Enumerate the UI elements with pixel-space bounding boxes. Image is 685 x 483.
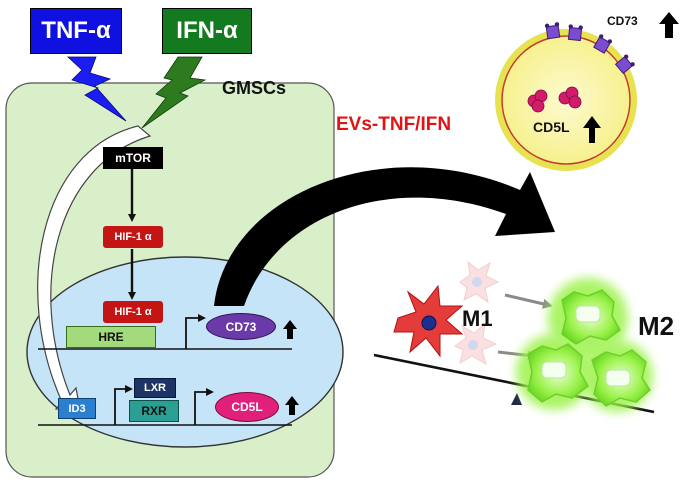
promoter-arrow-cd73	[185, 314, 206, 349]
rxr-label: RXR	[141, 404, 167, 418]
vesicle-cd5l-label: CD5L	[533, 119, 570, 135]
tnf-lightning-icon	[66, 56, 127, 122]
lxr-label: LXR	[144, 382, 166, 394]
cd73-up-arrow-icon	[659, 12, 679, 38]
m1-macrophage	[393, 284, 464, 358]
m1-label: M1	[462, 306, 493, 331]
vesicle-membrane	[501, 35, 631, 165]
m1-to-m2-arrow-upper	[504, 293, 553, 309]
id3-box: ID3	[58, 398, 96, 419]
cd73-nuclear-oval: CD73	[206, 313, 276, 340]
evs-label: EVs-TNF/IFN	[336, 114, 452, 135]
lxr-box: LXR	[134, 378, 176, 398]
id3-label: ID3	[68, 402, 86, 415]
cd73-nuclear-up-arrow-icon	[283, 320, 297, 339]
promoter-arrow-cd5l	[194, 388, 214, 425]
rxr-box: RXR	[129, 400, 179, 422]
cd5l-up-arrow-icon	[583, 116, 601, 143]
cd5l-molecules	[527, 86, 582, 113]
cd73-surface-proteins	[544, 22, 635, 75]
mtor-label: mTOR	[115, 151, 151, 165]
promoter-arrow-lxr	[114, 385, 133, 425]
hre-label: HRE	[98, 330, 124, 344]
cd73-nuclear-label: CD73	[225, 319, 257, 334]
cd5l-nuclear-up-arrow-icon	[285, 396, 299, 415]
cd5l-nuclear-oval: CD5L	[215, 392, 279, 422]
m1-faded-macrophages	[454, 260, 500, 366]
hre-box: HRE	[66, 326, 156, 348]
m2-label: M2	[638, 311, 675, 341]
mtor-box: mTOR	[103, 147, 163, 169]
gmscs-label: GMSCs	[222, 78, 287, 98]
vesicle-cd73-label: CD73	[607, 14, 638, 28]
seesaw-fulcrum	[511, 393, 522, 405]
hif1a-nuclear-box: HIF-1 α	[103, 301, 163, 323]
ifn-alpha-label: IFN-α	[176, 17, 238, 44]
hif1a-cyto-label: HIF-1 α	[114, 231, 152, 243]
tnf-alpha-box: TNF-α	[30, 8, 122, 54]
ifn-alpha-box: IFN-α	[162, 8, 252, 54]
ev-release-arrow	[214, 167, 555, 306]
m2-macrophages	[516, 278, 653, 412]
tnf-alpha-label: TNF-α	[41, 17, 111, 44]
cd5l-nuclear-label: CD5L	[231, 400, 263, 414]
hif1a-cyto-box: HIF-1 α	[103, 226, 163, 248]
ifn-lightning-icon	[141, 56, 207, 129]
hif1a-nuclear-label: HIF-1 α	[114, 306, 152, 318]
